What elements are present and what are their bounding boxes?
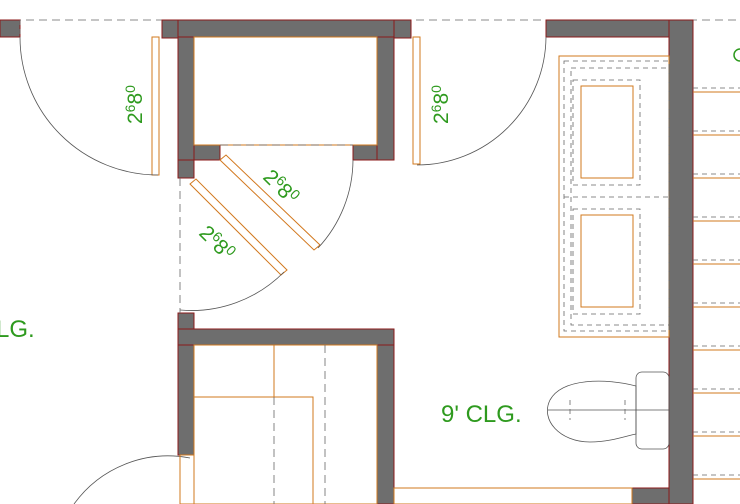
door-swing-lower-left — [73, 455, 191, 504]
vanity-dashed-outer — [563, 60, 670, 332]
wall-closet-right-top — [393, 19, 412, 39]
wall-closet-bottom-right — [352, 144, 378, 161]
wall-lower-left — [177, 344, 195, 456]
door-leaf-diag-lower — [189, 178, 288, 276]
toilet-tank — [635, 371, 670, 450]
wall-right-exterior — [668, 19, 694, 504]
vanity-outer — [558, 55, 670, 338]
vanity-dashed-inner — [570, 67, 670, 326]
door-leaf-diag-upper — [219, 154, 321, 251]
wall-lower-top — [177, 312, 195, 331]
toilet-bowl — [547, 380, 637, 443]
wall-closet-left — [177, 36, 195, 161]
wall-top-left-stub — [0, 19, 21, 38]
ceiling-label-left: LG. — [0, 316, 35, 343]
wall-lower-horizontal — [177, 328, 395, 346]
wall-corridor-stub — [177, 159, 195, 179]
door-size-label-diag-upper: 2680 — [258, 164, 303, 209]
wall-closet-right — [376, 36, 395, 161]
door-swing-diag-lower — [179, 271, 285, 311]
door-leaf-mid — [412, 36, 421, 165]
closet-inner — [193, 36, 378, 146]
lower-room-inner — [193, 344, 378, 504]
wall-closet-left-outer — [161, 19, 179, 39]
door-leaf-left — [151, 36, 160, 176]
sink-upper — [580, 85, 634, 179]
sink-upper-dashed — [572, 79, 641, 186]
door-swing-mid — [416, 36, 547, 166]
wall-top-closet — [161, 19, 412, 38]
lower-cabinet — [193, 396, 314, 504]
wall-lower-right — [376, 344, 395, 504]
wall-bottom-right-stub — [631, 487, 670, 504]
door-size-label-left: 2680 — [122, 85, 147, 124]
door-swing-diag-upper — [317, 159, 354, 249]
sink-lower — [580, 214, 634, 308]
door-size-label-mid: 2680 — [428, 85, 453, 124]
ceiling-label-bath: 9' CLG. — [441, 401, 522, 428]
bath-threshold — [393, 487, 633, 504]
door-size-label-diag-lower: 2680 — [194, 220, 239, 265]
green-marker — [733, 48, 740, 62]
sink-lower-dashed — [572, 208, 641, 315]
wall-closet-bottom-left — [193, 144, 221, 161]
door-leaf-lower-left — [179, 454, 195, 504]
door-swing-left — [19, 36, 159, 176]
exterior-stairs — [693, 87, 740, 480]
